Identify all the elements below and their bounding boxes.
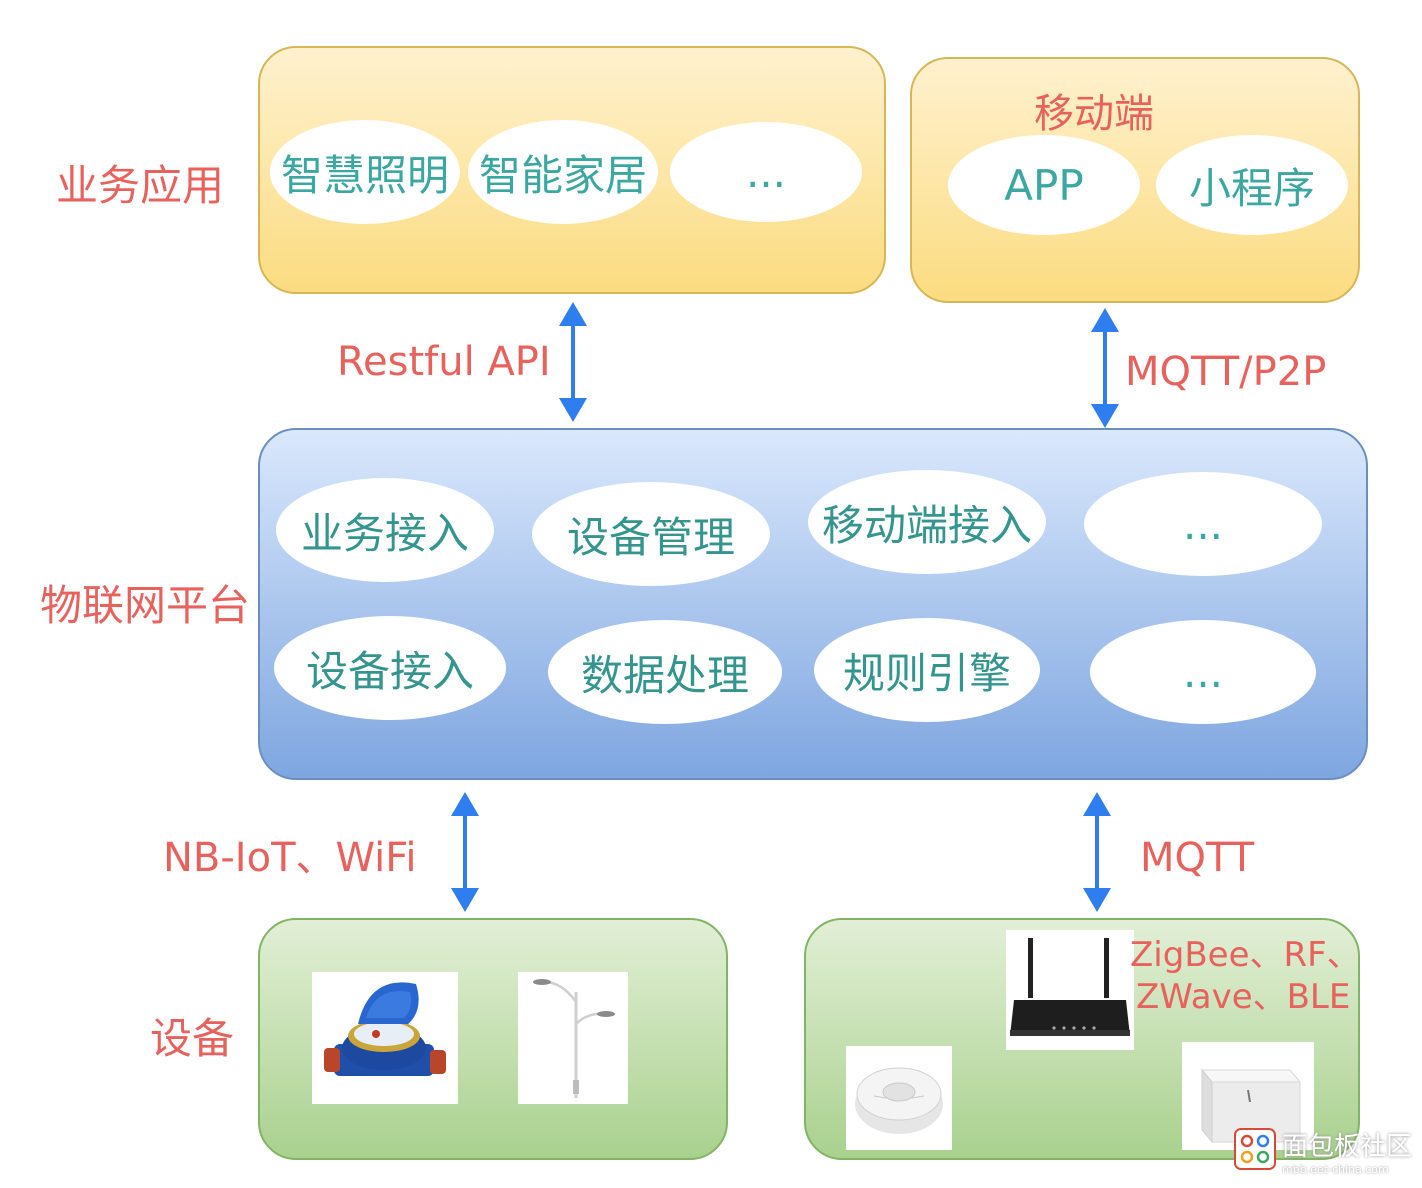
- layer-label-business: 业务应用: [56, 161, 225, 210]
- module-device-management: 设备管理: [532, 482, 770, 586]
- protocol-label-mqtt-p2p: MQTT/P2P: [1125, 349, 1327, 395]
- router-image: [1006, 930, 1134, 1050]
- water-meter-image: [312, 972, 458, 1104]
- protocol-label-mqtt: MQTT: [1140, 835, 1255, 881]
- protocol-label-zigbee-rf: ZigBee、RF、: [1130, 935, 1361, 975]
- watermark-subtext: mbb.eet-china.com: [1281, 1163, 1389, 1176]
- watermark: 面包板社区 mbb.eet-china.com: [1233, 1126, 1412, 1176]
- module-business-access: 业务接入: [276, 478, 494, 582]
- business-apps-box: 智慧照明 智能家居 ...: [258, 46, 886, 294]
- protocol-label-nbiot-wifi: NB-IoT、WiFi: [163, 835, 417, 881]
- iot-platform-box: 业务接入 设备管理 移动端接入 ... 设备接入 数据处理 规则引擎 ...: [258, 428, 1368, 780]
- app-ellipse-more: ...: [670, 122, 862, 222]
- module-data-processing: 数据处理: [548, 620, 782, 724]
- watermark-text: 面包板社区: [1281, 1132, 1412, 1162]
- mobile-box: 移动端 APP 小程序: [910, 57, 1360, 303]
- layer-label-platform: 物联网平台: [40, 581, 251, 630]
- module-more-row2: ...: [1090, 620, 1316, 724]
- devices-box-gateway: [804, 918, 1360, 1160]
- module-more-row1: ...: [1084, 472, 1322, 576]
- street-light-image: [518, 972, 628, 1104]
- module-mobile-access: 移动端接入: [808, 470, 1046, 574]
- mobile-ellipse-mini-program: 小程序: [1156, 135, 1348, 235]
- smoke-detector-image: [846, 1046, 952, 1150]
- app-ellipse-smart-lighting: 智慧照明: [270, 120, 460, 224]
- watermark-logo-icon: [1233, 1128, 1276, 1174]
- double-arrow-mobile: [1088, 306, 1122, 430]
- mobile-title: 移动端: [1034, 91, 1154, 137]
- double-arrow-devices-right: [1080, 790, 1114, 914]
- double-arrow-devices-left: [448, 790, 482, 914]
- module-device-access: 设备接入: [274, 616, 506, 720]
- protocol-label-zwave-ble: ZWave、BLE: [1136, 977, 1351, 1017]
- double-arrow-business: [556, 300, 590, 424]
- protocol-label-restful: Restful API: [337, 339, 551, 385]
- devices-box-direct: [258, 918, 728, 1160]
- mobile-ellipse-app: APP: [948, 135, 1140, 235]
- app-ellipse-smart-home: 智能家居: [468, 120, 658, 224]
- layer-label-devices: 设备: [150, 1014, 235, 1063]
- module-rule-engine: 规则引擎: [814, 618, 1040, 722]
